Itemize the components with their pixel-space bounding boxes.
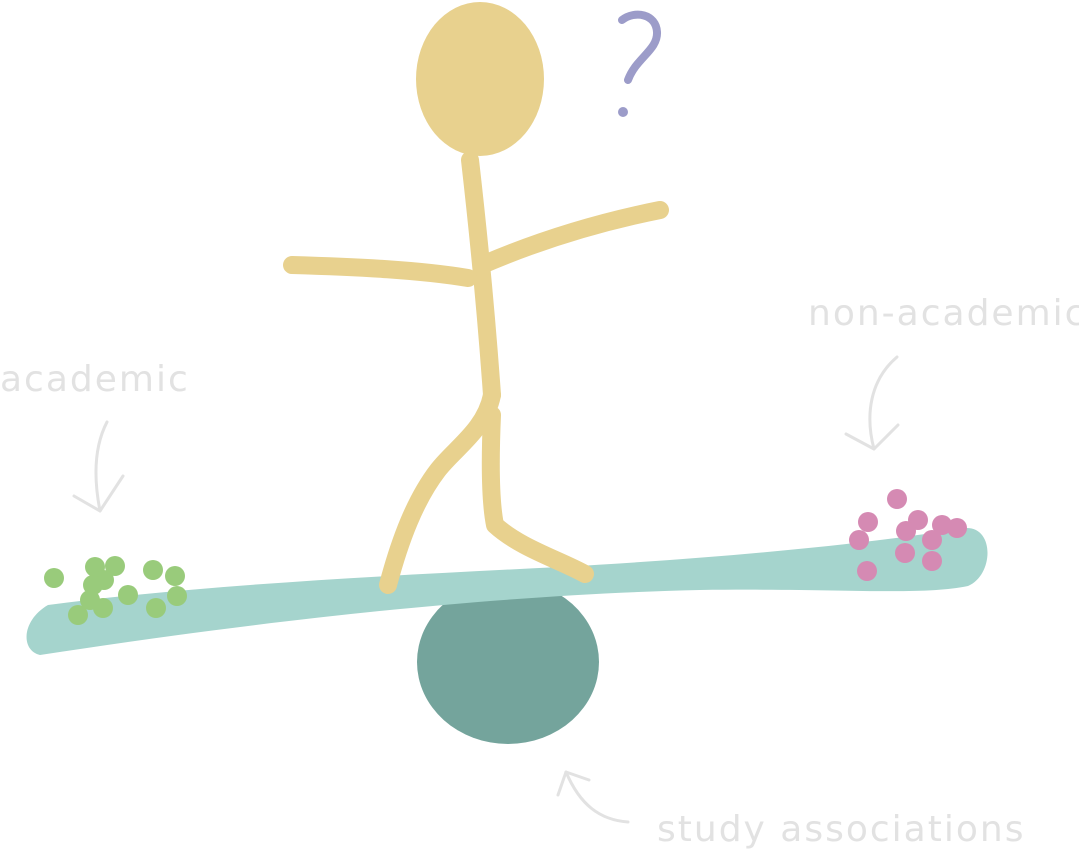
non-academic-dot: [922, 551, 942, 571]
academic-dot: [167, 586, 187, 606]
academic-dot: [105, 556, 125, 576]
academic-dot: [165, 566, 185, 586]
non-academic-dot: [932, 515, 952, 535]
academic-dot: [146, 598, 166, 618]
academic-arrow: [94, 420, 109, 513]
non-academic-dot: [858, 512, 878, 532]
curved-arrow-icon: [72, 420, 125, 513]
non-academic-dot: [947, 518, 967, 538]
non-academic-arrow: [868, 355, 899, 451]
non-academic-dot: [922, 530, 942, 550]
non-academic-dot: [887, 489, 907, 509]
academic-dot: [118, 585, 138, 605]
academic-dot: [83, 575, 103, 595]
figure-right-leg: [481, 406, 594, 583]
non-academic-arrow-head: [844, 423, 900, 451]
academic-dot: [93, 598, 113, 618]
academic-dots: [44, 556, 187, 625]
study-arrow: [564, 770, 630, 824]
stick-figure-icon: [283, 151, 669, 594]
curved-arrow-icon: [556, 770, 630, 824]
non-academic-dot: [857, 561, 877, 581]
figure-head: [416, 2, 544, 156]
study-associations-label: study associations: [657, 809, 1026, 850]
academic-dot: [44, 568, 64, 588]
academic-dot: [68, 605, 88, 625]
figure-left-arm: [283, 256, 477, 287]
figure-right-arm: [473, 201, 669, 274]
fulcrum-ball: [417, 580, 599, 744]
non-academic-dot: [849, 530, 869, 550]
non-academic-label: non-academic: [808, 293, 1079, 334]
non-academic-dot: [896, 521, 916, 541]
academic-label: academic: [0, 359, 190, 400]
non-academic-dots: [849, 489, 967, 581]
non-academic-dot: [895, 543, 915, 563]
study-arrow-head: [556, 770, 591, 797]
seesaw-board: [26, 527, 988, 655]
curved-arrow-icon: [844, 355, 900, 451]
figure-left-leg: [379, 386, 501, 594]
academic-arrow-head: [72, 474, 125, 513]
question-mark-icon: [618, 10, 661, 117]
academic-dot: [143, 560, 163, 580]
